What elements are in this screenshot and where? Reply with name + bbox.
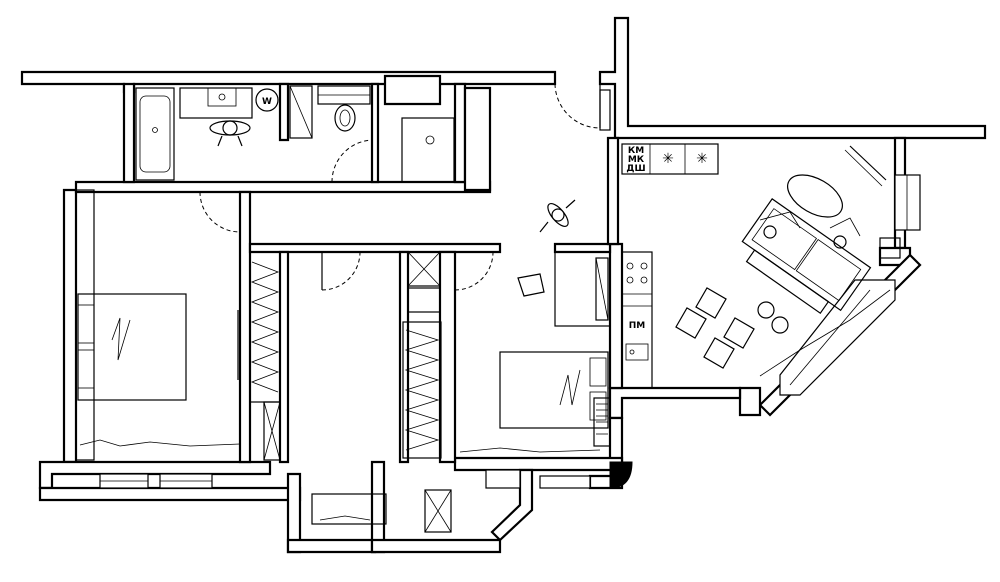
burner-icon: ✳ — [662, 151, 674, 167]
tv-unit — [849, 145, 887, 181]
desk — [554, 251, 611, 327]
bed — [499, 351, 609, 429]
doors — [199, 83, 601, 380]
kitchen-top-counter — [621, 143, 719, 175]
interior-walls — [74, 74, 624, 464]
kitchen: КМ МК ДШ ✳ ✳ ПМ — [621, 143, 719, 389]
closet-3 — [402, 321, 442, 459]
dining-chair — [723, 317, 755, 349]
bench — [311, 493, 387, 525]
washer-label: W — [262, 97, 272, 107]
dining-chair — [703, 337, 735, 369]
bedroom-right — [459, 251, 611, 453]
label-pm: ПМ — [629, 321, 646, 331]
shower-tray — [401, 117, 455, 183]
label-dsh: ДШ — [626, 164, 645, 174]
wardrobe — [75, 189, 95, 461]
bed — [77, 293, 187, 401]
burner-icon: ✳ — [696, 151, 708, 167]
bedroom-left — [75, 189, 241, 461]
windows — [99, 89, 921, 489]
dining-chair — [675, 307, 707, 339]
kitchen-side-counter — [621, 251, 653, 389]
living-room — [675, 145, 901, 377]
coffee-table — [787, 174, 843, 218]
label-km: КМ — [628, 146, 644, 156]
bathroom: W — [135, 85, 455, 183]
label-mk: МК — [628, 155, 645, 165]
sink-icon — [625, 343, 649, 361]
stool — [757, 301, 775, 319]
radiator — [593, 397, 611, 447]
toilet-icon — [317, 85, 371, 132]
vanity-counter — [179, 87, 253, 119]
closets — [249, 251, 452, 533]
closet-2 — [407, 251, 441, 287]
person-figure-sofa — [759, 211, 861, 249]
shower-screen — [289, 85, 313, 139]
bathtub — [135, 87, 175, 181]
dining-chair — [695, 287, 727, 319]
washer-icon — [255, 88, 279, 112]
stool — [771, 316, 789, 334]
chair-icon — [517, 273, 545, 297]
person-figure-bathroom — [209, 120, 251, 147]
person-figure-corridor — [539, 199, 576, 233]
sofa — [741, 198, 872, 315]
